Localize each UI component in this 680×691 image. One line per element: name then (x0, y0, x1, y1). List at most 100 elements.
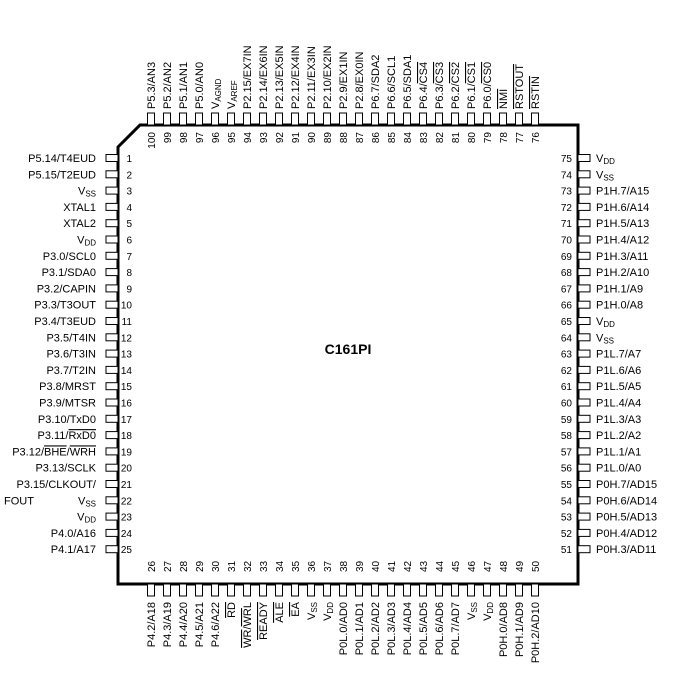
pin-number: 42 (403, 560, 414, 572)
pin-label: VDD (77, 512, 96, 525)
pin-label: P1L.1/A1 (596, 446, 641, 458)
pin-label: XTAL1 (63, 202, 96, 214)
pin-lead (259, 112, 267, 126)
pin-lead (323, 583, 331, 597)
pin-label: P6.6/SCL1 (386, 56, 398, 109)
pin-label-base: V (226, 101, 238, 109)
pin-label: ALE (274, 602, 286, 623)
left-pin-row: 1P5.14/T4EUD2P5.15/T2EUD3VSS4XTAL15XTAL2… (4, 153, 132, 556)
pin-lead (105, 333, 119, 342)
pin-label: P1L.6/A6 (596, 365, 641, 377)
pin-label: P0H.3/AD11 (596, 544, 656, 556)
pin-lead (339, 583, 347, 597)
pin-label: P3.12/BHE/WRH (12, 446, 96, 458)
pin-number: 5 (126, 219, 132, 230)
pin-number: 1 (126, 154, 132, 165)
pin-label-subscript: AGND (214, 78, 223, 101)
pin-lead (577, 235, 591, 244)
pin-lead (577, 447, 591, 456)
pin-label: P2.12/EX4IN (290, 45, 302, 109)
pin-label-overbar: CS2 (450, 62, 462, 83)
pin-label: XTAL2 (63, 218, 96, 230)
pin-label-overbar: RD (226, 602, 238, 618)
pin-number: 11 (122, 317, 133, 328)
pin-label: P1H.6/A14 (596, 202, 649, 214)
pin-label: P4.4/A20 (178, 602, 190, 647)
pin-lead (291, 112, 299, 126)
pin-number: 81 (451, 132, 462, 144)
pin-lead (147, 112, 155, 126)
pin-label-overbar: CS3 (434, 62, 446, 83)
pin-label: P1H.3/A11 (596, 251, 648, 263)
pin-lead (105, 186, 119, 195)
pin-label-part: P6.4/ (418, 82, 430, 109)
pin-label-part: / (242, 626, 254, 630)
pin-label-base: V (596, 169, 604, 181)
pin-label: P4.3/A19 (162, 602, 174, 647)
pin-number: 95 (227, 132, 238, 144)
pin-label-overbar: ALE (274, 602, 286, 623)
pin-number: 46 (467, 560, 478, 572)
pin-number: 2 (126, 170, 132, 181)
pin-label: P5.0/AN0 (194, 62, 206, 109)
pin-lead (163, 112, 171, 126)
pin-label-overbar: RxD0 (68, 430, 96, 442)
pin-label-base: V (77, 512, 85, 524)
pin-lead (451, 112, 459, 126)
pin-number: 60 (561, 399, 573, 410)
pin-label: P3.15/CLKOUT/ (17, 479, 97, 491)
pin-number: 62 (561, 366, 573, 377)
pin-label: P2.8/EX0IN (354, 51, 366, 109)
pin-number: 21 (121, 480, 133, 491)
pin-number: 88 (339, 132, 350, 144)
pin-label-overbar: RSTIN (530, 76, 542, 109)
pin-number: 93 (259, 132, 270, 144)
pin-lead (227, 112, 235, 126)
pin-number: 24 (121, 529, 133, 540)
pin-lead (105, 284, 119, 293)
pin-number: 50 (531, 560, 542, 572)
pin-label: VSS (78, 495, 96, 508)
pin-label: P5.2/AN2 (162, 62, 174, 109)
pin-lead (323, 112, 331, 126)
pin-label-overbar: WRH (70, 446, 96, 458)
pin-lead (531, 112, 539, 126)
pin-number: 18 (121, 431, 133, 442)
pin-label: P1L.4/A4 (596, 398, 641, 410)
pin-label-subscript: DD (326, 602, 335, 614)
pin-label-overbar: CS0 (482, 62, 494, 83)
pin-lead (577, 414, 591, 423)
pin-label: RD (226, 602, 238, 618)
pin-number: 94 (243, 132, 254, 144)
pin-label: VSS (466, 602, 479, 620)
pin-number: 29 (195, 560, 206, 572)
pin-label: VSS (596, 332, 614, 345)
pin-label: P3.8/MRST (39, 381, 96, 393)
pin-label: P1L.3/A3 (596, 414, 641, 426)
pin-label: P1H.0/A8 (596, 300, 643, 312)
pin-number: 10 (121, 301, 133, 312)
pin-number: 61 (561, 382, 573, 393)
pin-number: 70 (561, 236, 573, 247)
pin-lead (577, 431, 591, 440)
pin-lead (259, 583, 267, 597)
pin-number: 78 (499, 132, 510, 144)
pin-number: 97 (195, 132, 206, 144)
pin-number: 58 (561, 431, 573, 442)
pin-label: VDD (596, 153, 615, 166)
pin-number: 56 (561, 464, 573, 475)
pin-lead (179, 583, 187, 597)
pin-label-overbar: WR (242, 629, 254, 647)
pin-number: 82 (435, 132, 446, 144)
pin-number: 40 (371, 560, 382, 572)
pin-label-subscript: DD (603, 157, 615, 166)
pin-lead (105, 365, 119, 374)
pin-number: 20 (121, 464, 133, 475)
pin-label-subscript: SS (603, 173, 614, 182)
pin-lead (577, 251, 591, 260)
pin-lead (105, 414, 119, 423)
pin-label-subscript: DD (603, 320, 615, 329)
pin-label: P6.7/SDA2 (370, 55, 382, 109)
pin-label: P3.10/TxD0 (38, 414, 96, 426)
pin-label-base: V (596, 332, 604, 344)
